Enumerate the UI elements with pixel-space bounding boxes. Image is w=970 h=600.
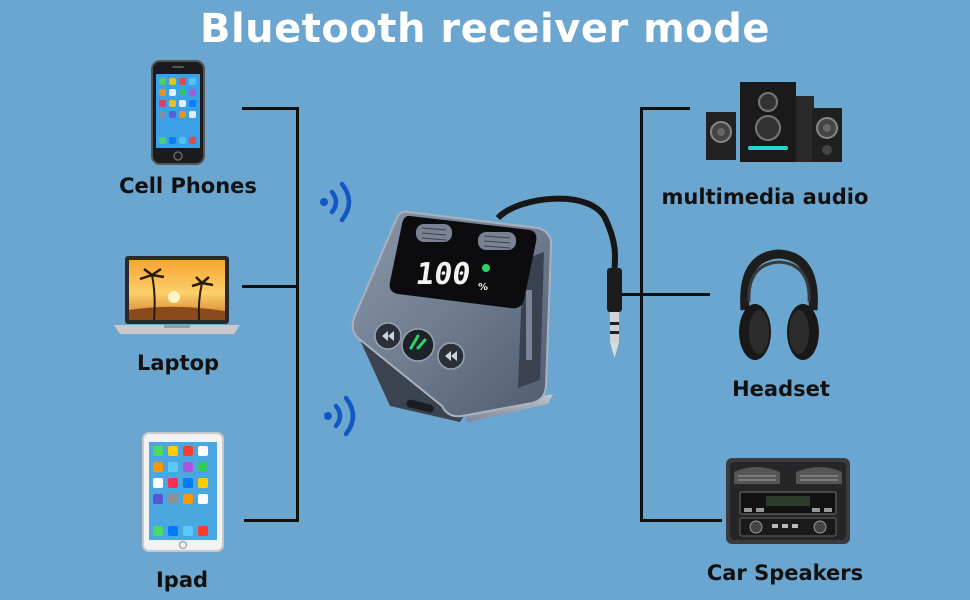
bluetooth-receiver-device: 100 % <box>351 195 622 422</box>
speakers-icon <box>706 82 842 162</box>
cell-phone-icon <box>151 60 205 165</box>
battery-readout: 100 <box>414 257 473 292</box>
battery-unit: % <box>478 282 488 293</box>
diagram-title: Bluetooth receiver mode <box>199 6 771 52</box>
ipad-icon <box>142 432 224 552</box>
car-stereo-icon <box>726 458 850 544</box>
wireless-signal-icon <box>320 181 352 223</box>
source-label-ipad: Ipad <box>155 568 209 592</box>
source-label-cell-phones: Cell Phones <box>119 174 257 198</box>
wireless-signal-icon <box>324 395 356 437</box>
output-label-car-speakers: Car Speakers <box>706 561 864 585</box>
output-label-headset: Headset <box>732 377 830 401</box>
output-label-multimedia-audio: multimedia audio <box>661 185 869 209</box>
source-label-laptop: Laptop <box>136 351 220 375</box>
laptop-icon <box>114 256 240 334</box>
headset-icon <box>739 249 819 360</box>
